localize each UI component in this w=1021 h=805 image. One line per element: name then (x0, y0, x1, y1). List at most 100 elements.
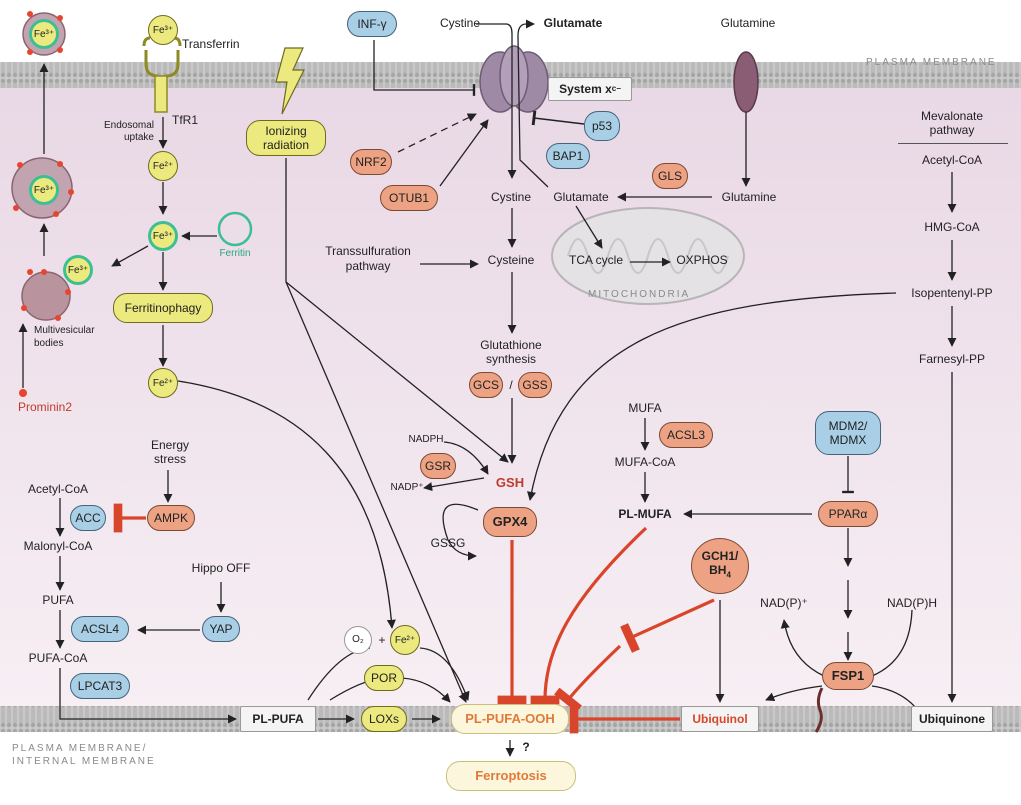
ferritinophagy-node[interactable]: Ferritinophagy (113, 293, 213, 323)
gssg-label: GSSG (430, 536, 466, 550)
nadp-plus-label: NAD(P)⁺ (760, 596, 808, 610)
acsl3-node[interactable]: ACSL3 (659, 422, 713, 448)
ionizing-radiation-node[interactable]: Ionizing radiation (246, 120, 326, 156)
acsl4-node[interactable]: ACSL4 (71, 616, 129, 642)
yap-node[interactable]: YAP (202, 616, 240, 642)
acetyl-coa-lipid: Acetyl-CoA (27, 482, 89, 496)
fe3-ferritin: Fe³⁺ (148, 221, 178, 251)
gss-node[interactable]: GSS (518, 372, 552, 398)
activation-arrows (18, 19, 957, 757)
ferritin-icon (217, 211, 253, 247)
glutamine-transporter[interactable] (733, 51, 759, 113)
p53-node[interactable]: p53 (584, 111, 620, 141)
hippo-label: Hippo OFF (191, 561, 251, 575)
nrf2-node[interactable]: NRF2 (350, 149, 392, 175)
ionizing-label-2: radiation (262, 138, 310, 152)
energy-stress-label-2: stress (153, 452, 187, 466)
por-node[interactable]: POR (364, 665, 404, 691)
glutamine-intracellular: Glutamine (721, 190, 777, 204)
fe2-fenton: Fe²⁺ (390, 625, 420, 655)
transsulfuration-label-1: Transsulfuration (325, 244, 411, 258)
loxs-node[interactable]: LOXs (361, 706, 407, 732)
endosomal-label-2: uptake (123, 132, 154, 143)
glutamate-extracellular: Glutamate (543, 16, 603, 30)
ipp-label: Isopentenyl-PP (911, 286, 993, 300)
cysteine-label: Cysteine (487, 253, 535, 267)
ferroptosis-node[interactable]: Ferroptosis (446, 761, 576, 791)
ferritin-label: Ferritin (219, 248, 251, 259)
bap1-node[interactable]: BAP1 (546, 143, 590, 169)
multivesicular-body (21, 269, 71, 321)
fe3-exosome: Fe³⁺ (29, 175, 59, 205)
lpcat3-node[interactable]: LPCAT3 (70, 673, 130, 699)
inf-gamma-node[interactable]: INF-γ (347, 11, 397, 37)
nadph-label: NADPH (408, 434, 444, 445)
mevalonate-label-2: pathway (929, 123, 975, 137)
fpp-label: Farnesyl-PP (918, 352, 986, 366)
glutamine-extracellular: Glutamine (720, 16, 776, 30)
ionizing-label-1: Ionizing (265, 124, 307, 138)
fe2-labile: Fe²⁺ (148, 368, 178, 398)
pl-pufa-node[interactable]: PL-PUFA (240, 706, 316, 732)
hmg-coa-label: HMG-CoA (924, 220, 980, 234)
mitochondrion (551, 207, 745, 305)
pufa-label: PUFA (42, 593, 74, 607)
lightning-icon (275, 47, 305, 115)
malonyl-coa-label: Malonyl-CoA (23, 539, 93, 553)
fsp1-node[interactable]: FSP1 (822, 662, 874, 690)
nadp-label: NADP⁺ (390, 482, 424, 493)
pl-mufa-label: PL-MUFA (618, 507, 672, 521)
oxphos-label: OXPHOS (676, 253, 728, 267)
mvb-label-2: bodies (34, 338, 64, 349)
ppara-node[interactable]: PPARα (818, 501, 878, 527)
mvb-label-1: Multivesicular (34, 325, 95, 336)
fe3-transferrin: Fe³⁺ (148, 15, 178, 45)
mitochondria-label: MITOCHONDRIA (588, 289, 691, 300)
cystine-extracellular: Cystine (439, 16, 481, 30)
mevalonate-divider (898, 143, 1008, 144)
fe3-mvb: Fe³⁺ (63, 255, 93, 285)
gsr-node[interactable]: GSR (420, 453, 456, 479)
glutamate-intracellular: Glutamate (553, 190, 609, 204)
energy-stress-label-1: Energy (150, 438, 190, 452)
gsh-label: GSH (495, 475, 525, 490)
otub1-node[interactable]: OTUB1 (380, 185, 438, 211)
fe3-released: Fe³⁺ (29, 19, 59, 49)
inhibition-arrows (113, 503, 715, 734)
ubiquinol-node[interactable]: Ubiquinol (681, 706, 759, 732)
acc-node[interactable]: ACC (70, 505, 106, 531)
ampk-node[interactable]: AMPK (147, 505, 195, 531)
plasma-membrane-label: PLASMA MEMBRANE (866, 57, 997, 68)
mufa-coa-label: MUFA-CoA (614, 455, 676, 469)
fe2-endosome: Fe²⁺ (148, 151, 178, 181)
o2-node: O₂ (344, 626, 372, 654)
membrane-bottom-label-2: INTERNAL MEMBRANE (12, 756, 156, 767)
gcs-gss-slash: / (509, 378, 513, 392)
tca-cycle-label: TCA cycle (568, 253, 624, 267)
transsulfuration-label-2: pathway (345, 259, 391, 273)
black-inhibitions (531, 110, 585, 126)
system-xc-transporter[interactable] (479, 45, 549, 113)
question-mark: ? (522, 740, 530, 754)
mufa-label: MUFA (628, 401, 662, 415)
glutathione-label-1: Glutathione (480, 338, 542, 352)
membrane-bottom-label-1: PLASMA MEMBRANE/ (12, 743, 148, 754)
acetyl-coa-mevalonate: Acetyl-CoA (921, 153, 983, 167)
mevalonate-label-1: Mevalonate (920, 109, 984, 123)
gpx4-node[interactable]: GPX4 (483, 507, 537, 537)
endosomal-label-1: Endosomal (103, 120, 154, 131)
pl-pufa-ooh-node[interactable]: PL-PUFA-OOH (451, 704, 569, 734)
gcs-node[interactable]: GCS (469, 372, 503, 398)
prominin2-label: Prominin2 (17, 400, 73, 414)
tfr1-label: TfR1 (172, 113, 199, 127)
prominin2-icon (19, 389, 27, 397)
mdm2-mdmx-node[interactable]: MDM2/ MDMX (815, 411, 881, 455)
gch1-bh4-node[interactable]: GCH1/ BH4 (691, 538, 749, 594)
pufa-coa-label: PUFA-CoA (28, 651, 88, 665)
cystine-intracellular: Cystine (490, 190, 532, 204)
gls-node[interactable]: GLS (652, 163, 688, 189)
ubiquinone-node[interactable]: Ubiquinone (911, 706, 993, 732)
